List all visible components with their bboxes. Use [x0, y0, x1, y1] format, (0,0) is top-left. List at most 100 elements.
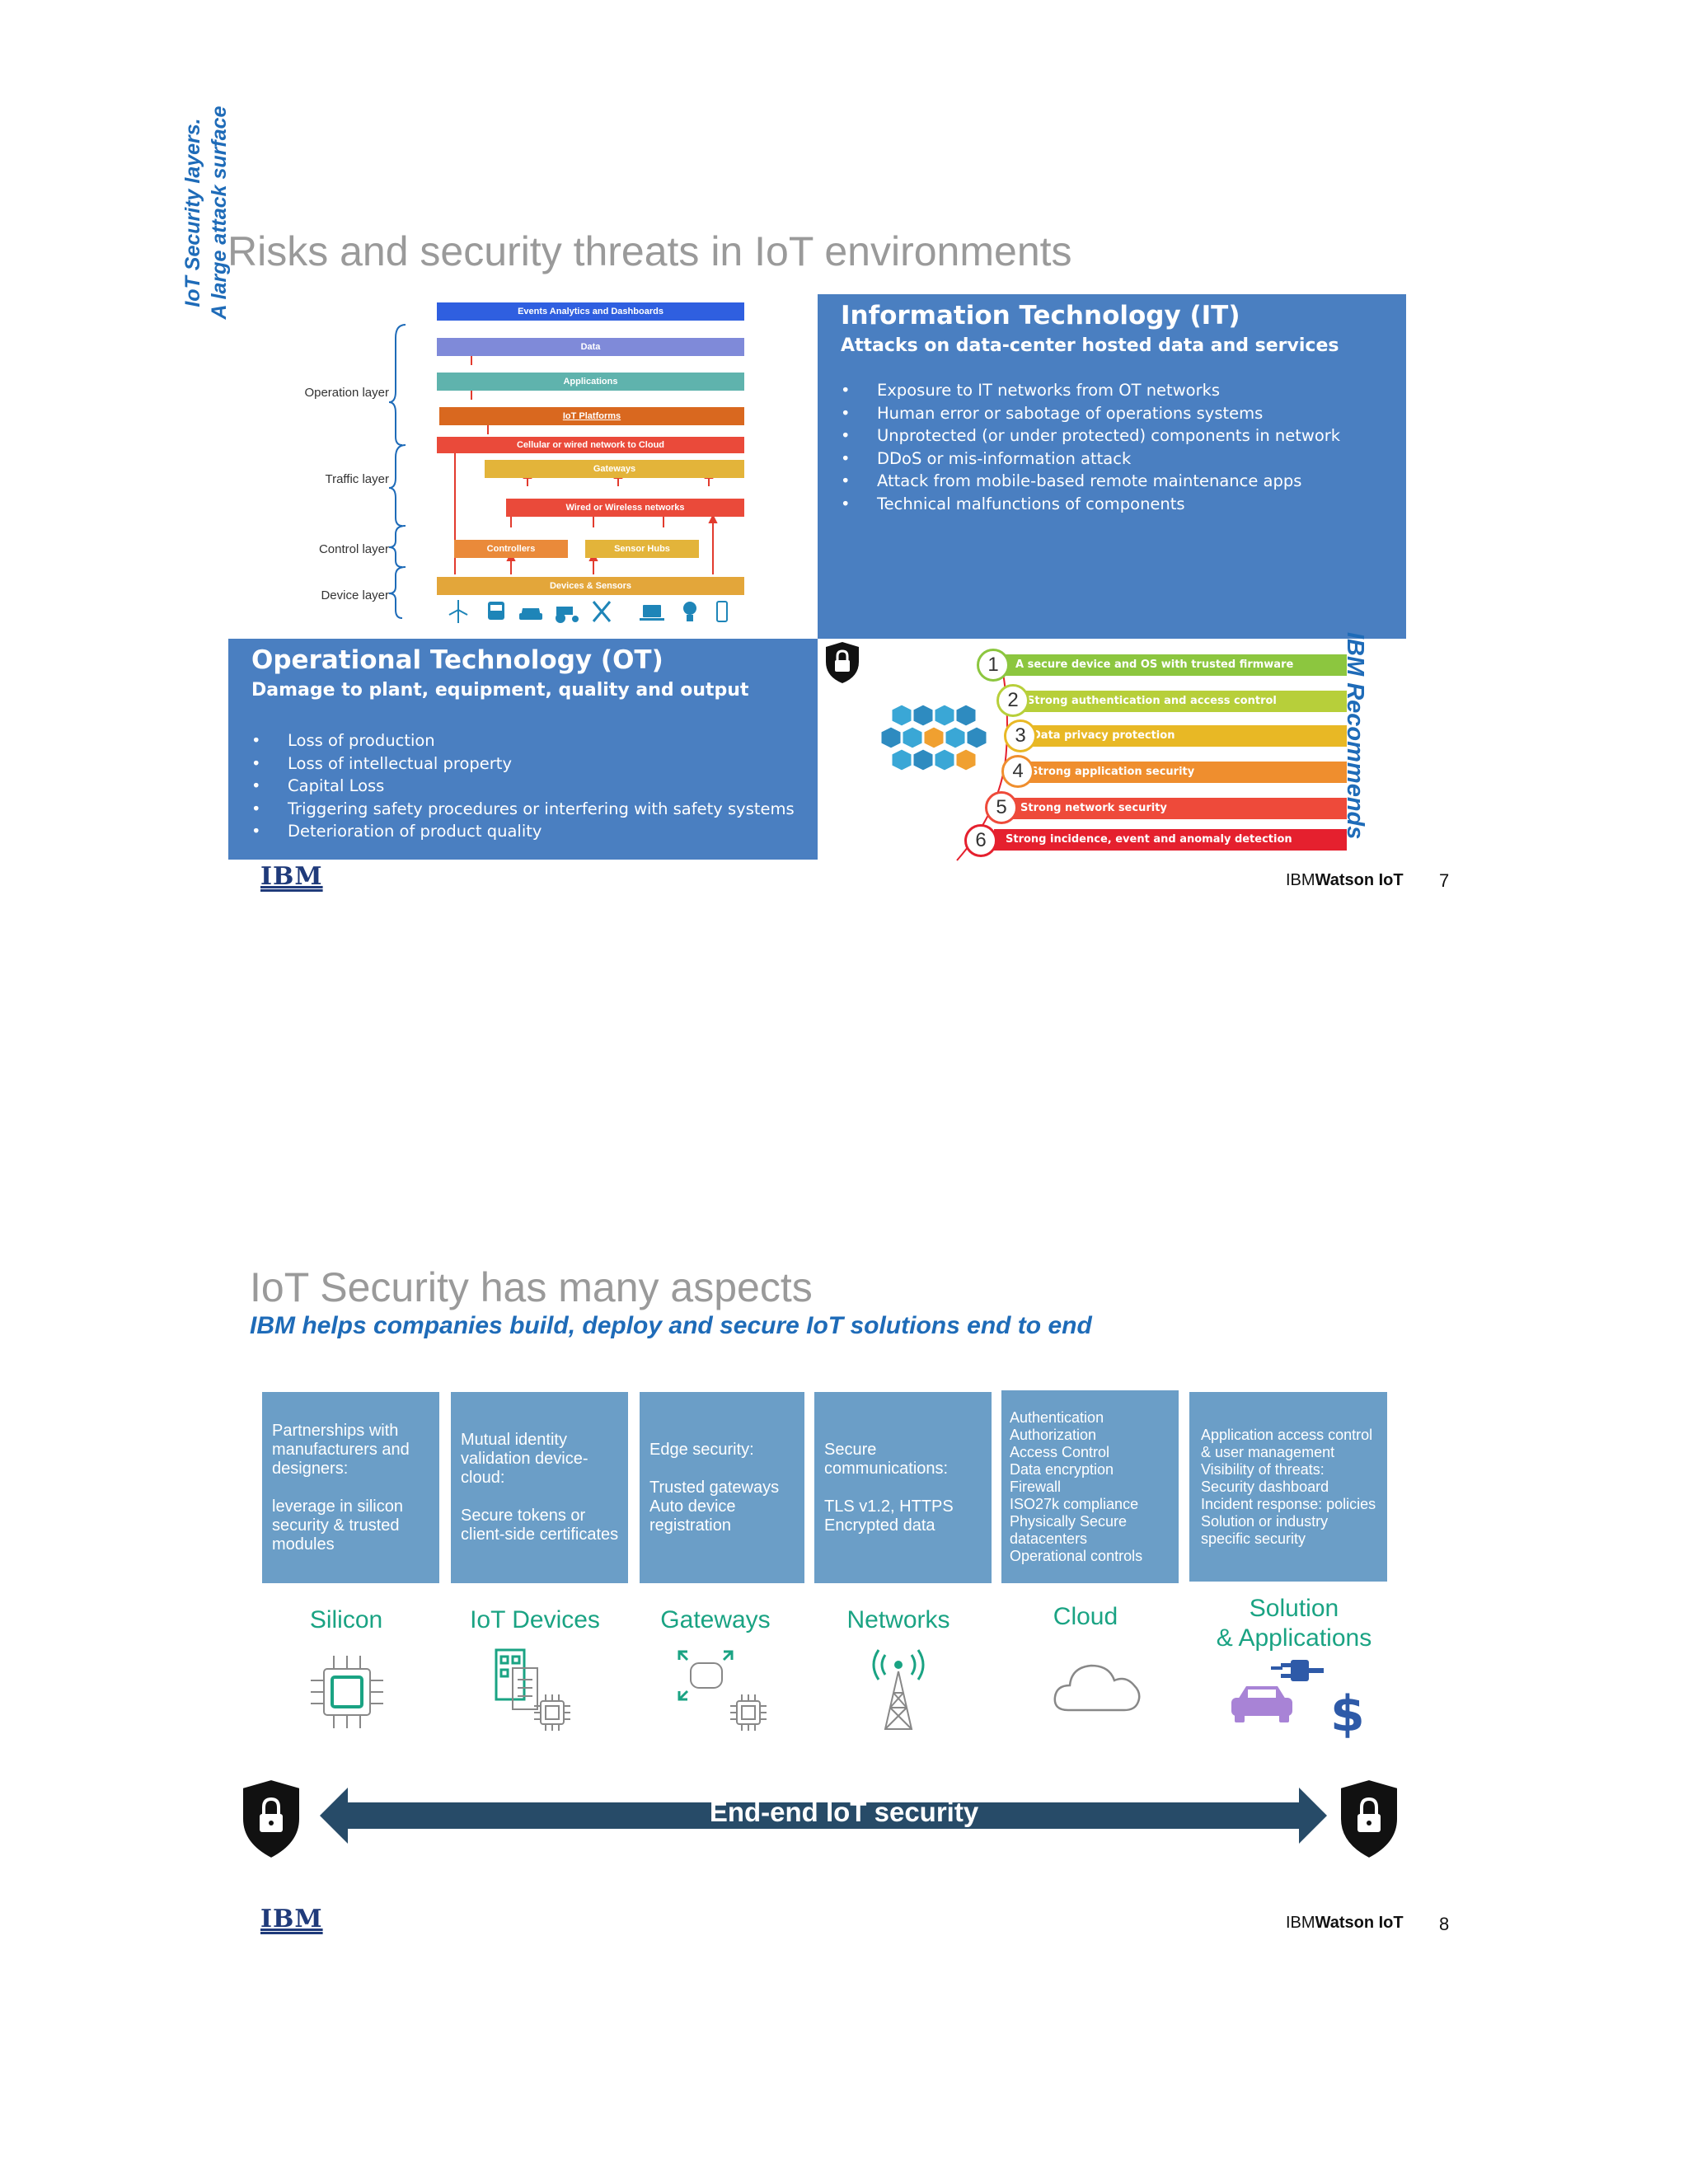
ot-subtitle: Damage to plant, equipment, quality and …	[251, 680, 749, 701]
layer-label-traffic: Traffic layer	[325, 472, 389, 486]
stack-bar-wired-wireless: Wired or Wireless networks	[506, 499, 744, 517]
stack-bar-controllers: Controllers	[454, 540, 568, 558]
recommendation-text: Strong authentication and access control	[1027, 695, 1277, 707]
aspect-box-silicon: Partnerships with manufacturers and desi…	[262, 1392, 439, 1583]
recommendation-number: 4	[1001, 755, 1034, 788]
aspect-text: Application access control & user manage…	[1201, 1426, 1376, 1547]
layer-label-control: Control layer	[318, 542, 389, 556]
page-number: 8	[1439, 1914, 1450, 1934]
column-label-iot-devices: IoT Devices	[470, 1606, 600, 1633]
watson-prefix: IBM	[1286, 1914, 1315, 1932]
cloud-icon	[1053, 1664, 1141, 1712]
stack-bar-events: Events Analytics and Dashboards	[437, 302, 744, 321]
bus-icon	[488, 602, 504, 620]
column-label-solution: Solution & Applications	[1216, 1595, 1372, 1652]
layer-label-operation: Operation layer	[304, 386, 389, 400]
stack-bar-sensor-hubs: Sensor Hubs	[585, 540, 699, 558]
shield-lock-right-icon	[1339, 1778, 1399, 1860]
it-list: Exposure to IT networks from OT networks…	[841, 379, 1340, 515]
column-label-gateways: Gateways	[660, 1606, 771, 1633]
shield-lock-left-icon	[241, 1778, 301, 1860]
list-item: Loss of intellectual property	[251, 752, 795, 776]
chip-icon	[311, 1656, 383, 1728]
list-item: Human error or sabotage of operations sy…	[841, 402, 1340, 425]
laptop-icon	[640, 605, 664, 621]
slide8-title: IoT Security has many aspects	[250, 1264, 813, 1310]
list-item: Exposure to IT networks from OT networks	[841, 379, 1340, 402]
watson-suffix: Watson IoT	[1315, 1914, 1404, 1932]
watson-prefix: IBM	[1286, 871, 1315, 889]
slide8-subtitle: IBM helps companies build, deploy and se…	[250, 1312, 1092, 1339]
recommendation-number: 5	[985, 791, 1018, 824]
recommendation-2: Strong authentication and access control	[1015, 691, 1347, 712]
list-item: Deterioration of product quality	[251, 820, 795, 843]
cell-tower-icon	[872, 1649, 925, 1730]
lightbulb-icon	[683, 602, 696, 621]
watson-iot-logo: IBMWatson IoT	[1286, 1914, 1404, 1933]
aspect-text: Mutual identity validation device-cloud:…	[461, 1431, 619, 1544]
ot-title: Operational Technology (OT)	[251, 645, 663, 675]
aspect-box-gateways: Edge security: Trusted gateways Auto dev…	[640, 1392, 804, 1583]
stack-bar-data: Data	[437, 338, 744, 356]
recommendation-1: A secure device and OS with trusted firm…	[1004, 654, 1347, 676]
recommendation-number: 2	[996, 684, 1029, 717]
aspect-box-solution: Application access control & user manage…	[1189, 1392, 1387, 1582]
car-plug-dollar-icon: $	[1231, 1660, 1365, 1739]
list-item: Loss of production	[251, 729, 795, 752]
column-label-silicon: Silicon	[309, 1606, 383, 1633]
ot-list: Loss of production Loss of intellectual …	[251, 729, 795, 843]
watson-suffix: Watson IoT	[1315, 871, 1404, 889]
hexagon-icon-cluster	[880, 704, 987, 771]
recommendation-4: Strong application security	[1019, 762, 1347, 783]
column-label-cloud: Cloud	[1053, 1603, 1118, 1630]
stack-bar-devices: Devices & Sensors	[437, 577, 744, 595]
slide7-title: Risks and security threats in IoT enviro…	[227, 228, 1072, 274]
ot-box: Operational Technology (OT) Damage to pl…	[228, 639, 818, 860]
list-item: Triggering safety procedures or interfer…	[251, 798, 795, 821]
recommendation-text: A secure device and OS with trusted firm…	[1015, 658, 1294, 671]
list-item: Technical malfunctions of components	[841, 493, 1340, 516]
list-item: DDoS or mis-information attack	[841, 448, 1340, 471]
wind-turbine-icon	[448, 600, 468, 623]
recommendation-number: 1	[977, 649, 1010, 682]
aspect-box-iot-devices: Mutual identity validation device-cloud:…	[451, 1392, 628, 1583]
recommendation-text: Strong network security	[1020, 802, 1167, 814]
end-to-end-arrow	[320, 1788, 1327, 1844]
list-item: Unprotected (or under protected) compone…	[841, 424, 1340, 448]
device-icons-row	[448, 600, 728, 623]
aspect-box-cloud: Authentication Authorization Access Cont…	[1001, 1390, 1179, 1583]
aspect-text: Partnerships with manufacturers and desi…	[272, 1421, 410, 1554]
car-icon	[519, 608, 542, 620]
building-chip-icon	[495, 1648, 570, 1731]
column-label-networks: Networks	[846, 1606, 950, 1633]
list-item: Attack from mobile-based remote maintena…	[841, 470, 1340, 493]
airplane-icon	[592, 601, 612, 622]
side-title-line2: A large attack surface	[208, 105, 231, 320]
recommendation-number: 3	[1004, 719, 1037, 752]
recommendation-number: 6	[964, 824, 997, 857]
aspect-box-networks: Secure communications: TLS v1.2, HTTPS E…	[814, 1392, 992, 1583]
watson-iot-logo: IBMWatson IoT	[1286, 871, 1404, 890]
end-to-end-label: End-end IoT security	[709, 1797, 979, 1827]
ibm-recommends-text: IBM Recommends	[1342, 632, 1368, 840]
aspect-text: Edge security: Trusted gateways Auto dev…	[649, 1440, 780, 1535]
recommendation-5: Strong network security	[1009, 798, 1347, 819]
page-number: 7	[1439, 870, 1450, 891]
layer-label-device: Device layer	[321, 588, 389, 602]
recommendation-6: Strong incidence, event and anomaly dete…	[994, 829, 1347, 851]
dollar-icon: $	[1330, 1685, 1365, 1739]
ibm-logo: IBM	[260, 862, 323, 891]
stack-bar-applications: Applications	[437, 373, 744, 391]
gateway-chip-icon	[678, 1650, 767, 1731]
stack-bar-cellular: Cellular or wired network to Cloud	[437, 437, 744, 453]
recommendation-text: Strong incidence, event and anomaly dete…	[1006, 833, 1292, 846]
aspect-text: Authentication Authorization Access Cont…	[1010, 1408, 1143, 1564]
side-title-line1: IoT Security layers.	[181, 118, 204, 307]
shield-lock-icon	[826, 642, 859, 683]
it-subtitle: Attacks on data-center hosted data and s…	[841, 335, 1339, 356]
aspect-text: Secure communications: TLS v1.2, HTTPS E…	[824, 1440, 954, 1535]
it-title: Information Technology (IT)	[841, 301, 1240, 330]
tractor-icon	[556, 607, 579, 623]
plug-icon	[1271, 1660, 1324, 1681]
stack-bar-gateways: Gateways	[485, 460, 744, 478]
